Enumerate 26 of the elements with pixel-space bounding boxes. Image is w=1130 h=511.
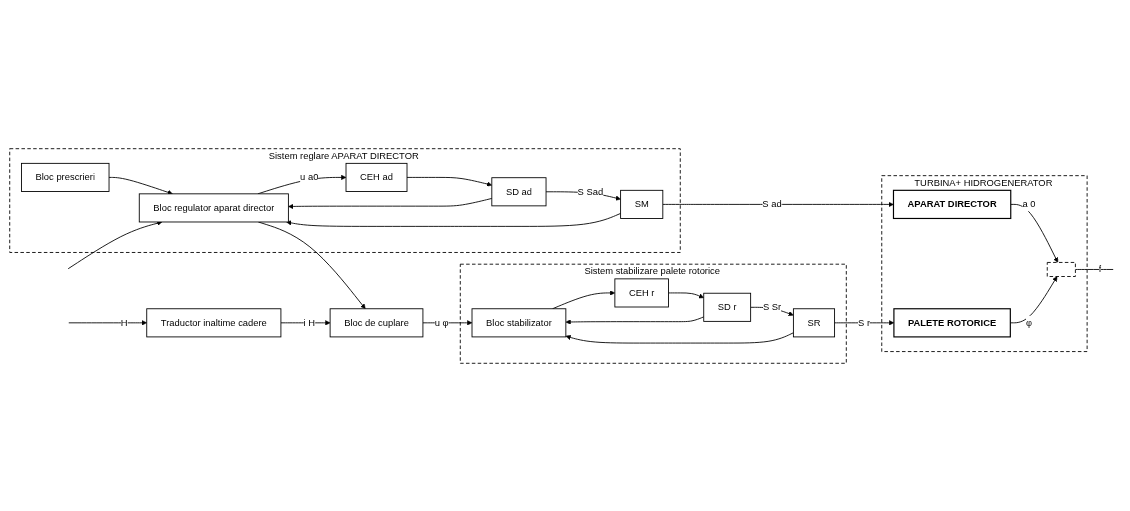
node-box: Traductor inaltime cadere: [146, 307, 282, 337]
node-box: PALETE ROTORICE: [893, 307, 1011, 337]
connector: [1074, 268, 1114, 270]
node-box: SD ad: [491, 176, 547, 206]
edge-label: φ: [1025, 317, 1033, 328]
node-box: CEH r: [614, 277, 669, 307]
edge-label: S Sad: [577, 186, 604, 196]
node-box: APARAT DIRECTOR: [892, 189, 1012, 219]
node-box: SR: [792, 307, 836, 337]
edge-label: H: [120, 317, 128, 328]
edge-label: S r: [858, 317, 871, 328]
node-box: [1046, 261, 1076, 277]
node-box: Bloc prescrieri: [21, 162, 110, 192]
edge-label: i H: [303, 317, 315, 328]
edge-label: u φ: [434, 317, 449, 328]
node-box: SD r: [703, 292, 752, 322]
edge-label: f: [1098, 263, 1102, 274]
node-box: Bloc regulator aparat director: [138, 192, 289, 222]
node-box: Bloc stabilizator: [471, 307, 567, 337]
edge-label: S Sr: [762, 301, 782, 312]
node-box: CEH ad: [345, 162, 408, 192]
node-box: Bloc de cuplare: [329, 307, 424, 337]
edge-label: u a0: [300, 171, 319, 182]
node-box: SM: [620, 189, 664, 219]
edge-label: S ad: [762, 198, 782, 209]
edge-label: a 0: [1022, 198, 1036, 209]
